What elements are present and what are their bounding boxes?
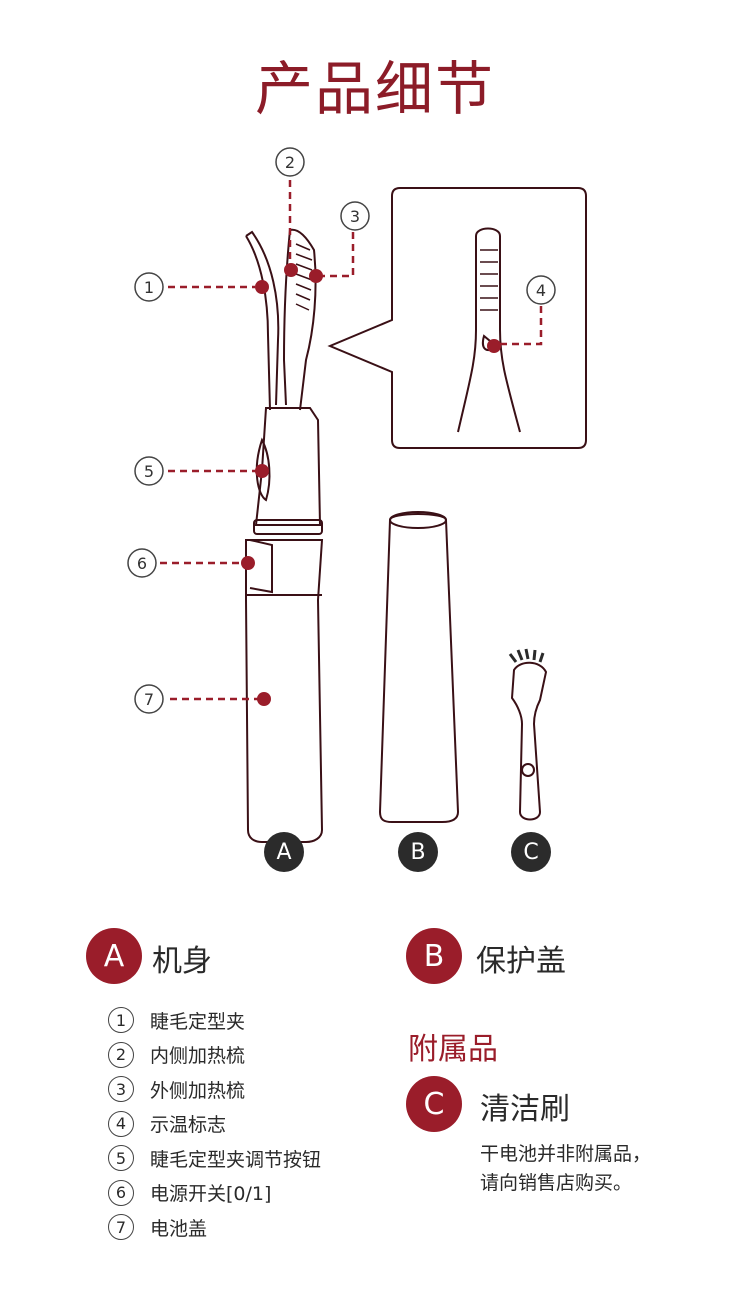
callout-6-ring (127, 548, 157, 578)
feature-label: 睫毛定型夹调节按钮 (150, 1148, 322, 1171)
feature-label: 示温标志 (150, 1114, 227, 1137)
feature-number: 1 (108, 1007, 134, 1034)
feature-number: 6 (108, 1179, 134, 1206)
part-c-badge: C (511, 832, 551, 872)
feature-label: 电源开关[0/1] (150, 1183, 272, 1206)
list-item: 5 睫毛定型夹调节按钮 (108, 1141, 321, 1176)
brush-c-outline (510, 661, 548, 821)
section-c-title: 清洁刷 (480, 1092, 570, 1127)
callout-2-ring (275, 147, 305, 177)
battery-note: 干电池并非附属品， 请向销售店购买。 (480, 1140, 651, 1198)
battery-note-line-1: 干电池并非附属品， (480, 1143, 652, 1165)
product-illustration: 1 2 3 4 5 6 7 (127, 147, 587, 843)
cap-b-outline (378, 513, 460, 823)
comb-arm-outline (289, 228, 317, 411)
callout-7-ring (134, 684, 164, 714)
list-item: 4 示温标志 (108, 1107, 321, 1142)
feature-number: 7 (108, 1214, 134, 1241)
section-c-badge: C (406, 1076, 462, 1132)
page-title: 产品细节 (254, 55, 495, 123)
callout-2-label: 2 (285, 153, 295, 172)
list-item: 7 电池盖 (108, 1210, 321, 1245)
callout-3-ring (340, 201, 370, 231)
feature-label: 电池盖 (150, 1217, 208, 1240)
list-item: 3 外侧加热梳 (108, 1072, 321, 1107)
list-item: 1 睫毛定型夹 (108, 1003, 321, 1038)
part-a-badge: A (264, 832, 304, 872)
feature-label: 内侧加热梳 (150, 1045, 246, 1068)
feature-number: 2 (108, 1041, 134, 1068)
feature-label: 睫毛定型夹 (150, 1010, 246, 1033)
section-b-badge: B (406, 928, 462, 984)
callout-4-label: 4 (536, 281, 546, 300)
body-a-outline (245, 539, 324, 843)
callout-1-label: 1 (144, 278, 154, 297)
section-b-title: 保护盖 (476, 944, 566, 979)
callout-5-label: 5 (144, 462, 154, 481)
feature-number: 5 (108, 1145, 134, 1172)
callout-3-label: 3 (350, 207, 360, 226)
feature-label: 外侧加热梳 (150, 1079, 246, 1102)
section-a-badge: A (86, 928, 142, 984)
callout-7-label: 7 (144, 690, 154, 709)
callout-6-label: 6 (137, 554, 147, 573)
feature-number: 4 (108, 1110, 134, 1137)
accessories-title: 附属品 (408, 1032, 498, 1067)
battery-note-line-2: 请向销售店购买。 (480, 1172, 633, 1194)
callout-5-ring (134, 456, 164, 486)
callout-1-ring (134, 272, 164, 302)
section-a-title: 机身 (152, 944, 212, 979)
list-item: 2 内侧加热梳 (108, 1038, 321, 1073)
zoom-panel-frame (327, 187, 587, 449)
feature-number: 3 (108, 1076, 134, 1103)
callout-4-ring (526, 275, 556, 305)
outer-arm-outline (245, 235, 271, 411)
list-item: 6 电源开关[0/1] (108, 1176, 321, 1211)
part-b-badge: B (398, 832, 438, 872)
